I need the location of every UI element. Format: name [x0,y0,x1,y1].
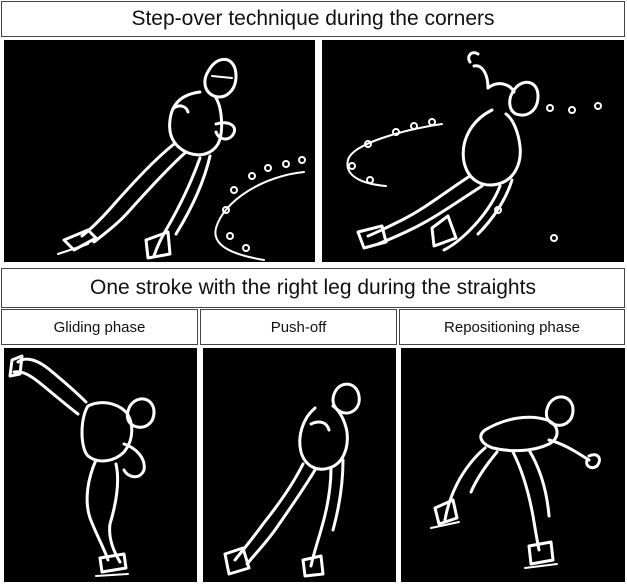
push-off-label: Push-off [200,309,397,345]
repositioning-phase-panel [401,348,625,582]
straights-title: One stroke with the right leg during the… [1,268,625,308]
gliding-phase-label: Gliding phase [1,309,198,345]
skater-outline [430,395,601,569]
repositioning-phase-drawing [430,395,601,569]
push-off-drawing [223,382,361,578]
skater-outline [8,354,156,577]
corner-skater-panel-1 [4,40,315,262]
gliding-phase-drawing [8,354,156,577]
push-off-panel [203,348,396,582]
skater-outline [57,58,238,260]
corner-skater-drawing-1 [57,58,306,261]
skater-outline [356,51,540,252]
corner-skater-drawing-2 [346,51,602,252]
gliding-phase-panel [4,348,197,582]
skater-outline [223,382,361,578]
skate-track-curve [346,102,602,242]
corner-skater-panel-2 [322,40,624,262]
corners-title: Step-over technique during the corners [1,1,625,37]
skate-track-curve [214,156,306,261]
repositioning-phase-label: Repositioning phase [399,309,625,345]
